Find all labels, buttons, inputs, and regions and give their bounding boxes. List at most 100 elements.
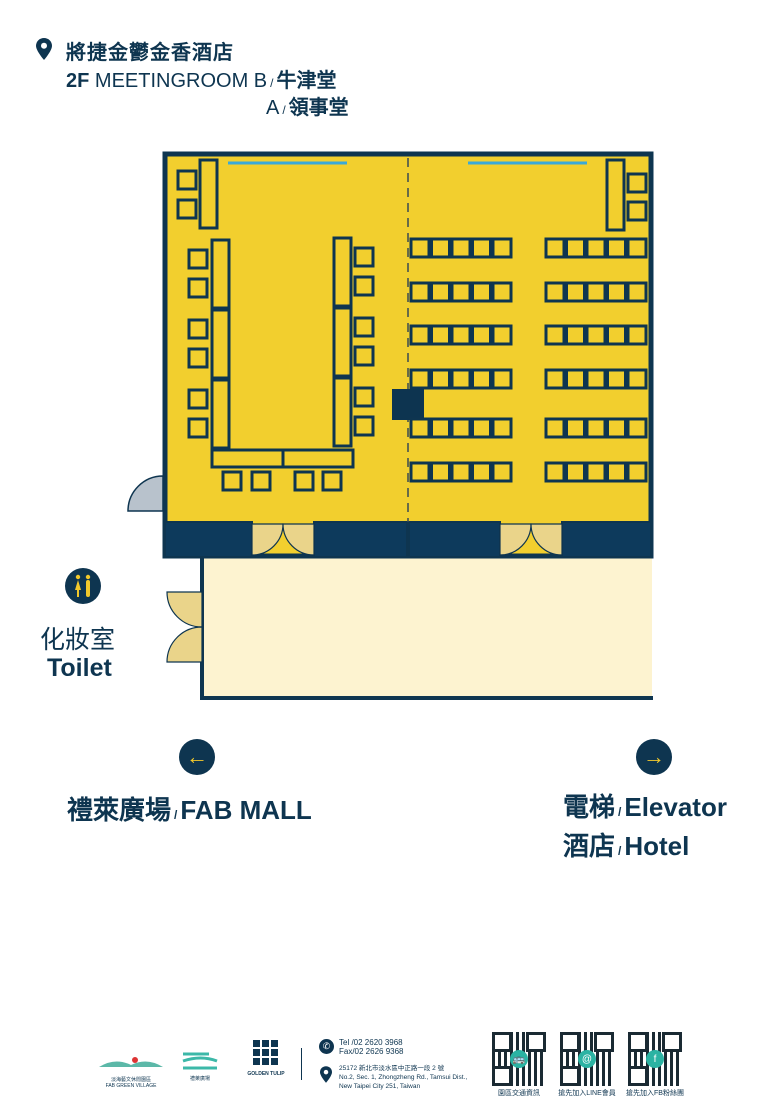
chair [450,368,472,390]
arrow-right-icon: → [636,739,672,775]
chair [430,368,451,390]
chair [187,318,209,340]
chair [565,461,586,483]
chair [544,417,566,439]
chair [409,324,431,346]
room-b-en: MEETINGROOM B [94,70,268,92]
chair [626,200,648,222]
chair [409,281,431,303]
toilet-en-label: Toilet [47,654,112,682]
mall-cn: 禮萊廣場 [67,795,172,825]
chair [187,248,209,270]
chair [450,324,472,346]
chair [626,368,648,390]
hotel-label: 酒店/Hotel [563,829,727,868]
chair [565,417,586,439]
chair [471,237,492,259]
hotel-cn: 酒店 [563,831,616,861]
chair [176,198,198,220]
hotel-en: Hotel [624,831,690,861]
qr-label: 搶先加入LINE會員 [558,1090,616,1097]
fab-mall-direction: 禮萊廣場/FAB MALL [67,790,312,827]
footer-divider [301,1048,302,1080]
qr-label: 搶先加入FB粉絲團 [626,1090,684,1097]
chair [353,316,375,338]
toilet-cn-label: 化妝室 [40,626,116,654]
room-a-label: A/領事堂 [266,91,349,120]
chair [353,345,375,367]
arrow-left-icon: ← [179,739,215,775]
wall-block [408,521,501,558]
chair [491,324,513,346]
golden-tulip-logo: GOLDEN TULIP [238,1040,294,1077]
chair [430,237,451,259]
chair [450,461,472,483]
chair [626,324,648,346]
chair [606,324,627,346]
address-cn: 25172 新北市淡水區中正路一段 2 號 [339,1065,445,1072]
chair [626,417,648,439]
table [332,306,353,378]
table [210,238,231,310]
chair [544,237,566,259]
chair [606,237,627,259]
chair [450,281,472,303]
mall-en: FAB MALL [180,795,312,825]
separator: / [174,808,178,822]
chair [606,461,627,483]
qr-facebook[interactable]: f 搶先加入FB粉絲團 [626,1030,690,1098]
chair [585,324,607,346]
chair [353,246,375,268]
chair [409,417,431,439]
separator: / [618,805,622,819]
chair [491,281,513,303]
chair [565,281,586,303]
chair [606,281,627,303]
chair [176,169,198,191]
chair [471,417,492,439]
chair [293,470,315,492]
chair [471,281,492,303]
chair [187,347,209,369]
chair [585,281,607,303]
fabmall-logo: 禮萊廣場 [180,1052,220,1082]
door [166,591,203,628]
chair [187,388,209,410]
chair [585,237,607,259]
table [210,378,231,450]
chair [321,470,343,492]
chair [585,417,607,439]
chair [409,368,431,390]
chair [491,368,513,390]
separator: / [282,103,286,117]
room-a-en: A [266,97,280,119]
elevator-cn: 電梯 [563,792,616,822]
pillar [392,389,424,420]
wall-block [313,521,408,558]
table [198,158,219,230]
side-door [127,475,164,512]
chair [430,324,451,346]
chair [544,368,566,390]
chair [565,237,586,259]
qr-transport[interactable]: 🚌 園區交通資訊 [490,1030,554,1098]
facebook-icon: f [646,1050,664,1068]
door [166,626,203,663]
chair [565,368,586,390]
elevator-en: Elevator [624,792,727,822]
phone-icon: ✆ [319,1039,334,1054]
bus-icon: 🚌 [510,1050,528,1068]
chair [491,461,513,483]
chair [585,461,607,483]
elevator-hotel-direction: 電梯/Elevator 酒店/Hotel [563,790,727,868]
chair [544,461,566,483]
location-pin-icon [320,1066,332,1083]
chair [471,368,492,390]
room-b-cn: 牛津堂 [276,70,337,92]
chair [450,417,472,439]
qr-line[interactable]: @ 搶先加入LINE會員 [558,1030,622,1098]
chair [626,461,648,483]
chair [353,386,375,408]
